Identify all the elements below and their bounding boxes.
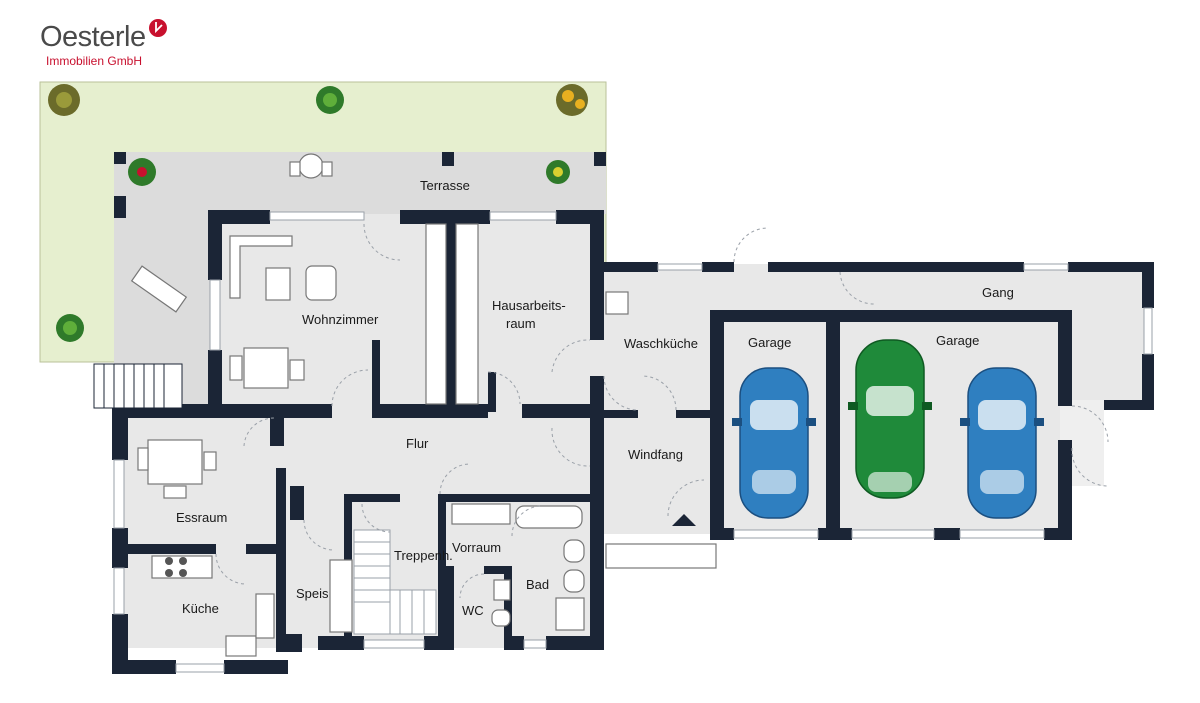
- room-label-garage-left: Garage: [748, 335, 791, 350]
- car-blue-left: [732, 367, 816, 519]
- plants: [48, 84, 588, 342]
- outdoor-stairs: [93, 363, 183, 409]
- room-label-vorraum: Vorraum: [452, 540, 501, 555]
- room-label-hausarbeitsraum-2: raum: [506, 316, 536, 331]
- furniture: [130, 153, 717, 657]
- room-label-bad: Bad: [526, 577, 549, 592]
- room-label-wc: WC: [462, 603, 484, 618]
- walls: [112, 152, 1154, 674]
- brand-logo: Oesterle Immobilien GmbH: [40, 19, 167, 68]
- plant-icon: [48, 84, 80, 116]
- room-label-terrasse: Terrasse: [420, 178, 470, 193]
- room-label-essraum: Essraum: [176, 510, 227, 525]
- plant-icon: [546, 160, 570, 184]
- room-label-gang: Gang: [982, 285, 1014, 300]
- room-label-kueche: Küche: [182, 601, 219, 616]
- room-label-windfang: Windfang: [628, 447, 683, 462]
- room-label-flur: Flur: [406, 436, 429, 451]
- brand-mark-icon: [149, 19, 167, 37]
- brand-subtitle: Immobilien GmbH: [46, 54, 143, 68]
- windows: [113, 211, 1153, 673]
- room-label-wohnzimmer: Wohnzimmer: [302, 312, 379, 327]
- interior-stairs: [353, 529, 437, 635]
- plant-icon: [556, 84, 588, 116]
- car-blue-right: [960, 367, 1044, 519]
- room-label-treppenhaus: Treppenh.: [394, 548, 453, 563]
- room-label-waschkueche: Waschküche: [624, 336, 698, 351]
- brand-name: Oesterle: [40, 21, 146, 53]
- plant-icon: [128, 158, 156, 186]
- stove-burners: [165, 557, 187, 577]
- car-green: [848, 339, 932, 499]
- plant-icon: [316, 86, 344, 114]
- door-swings: [215, 223, 1109, 599]
- room-label-garage-right: Garage: [936, 333, 979, 348]
- plant-icon: [56, 314, 84, 342]
- room-label-hausarbeitsraum-1: Hausarbeits-: [492, 298, 566, 313]
- room-label-speis: Speis: [296, 586, 329, 601]
- entrance-arrow-icon: [672, 514, 696, 526]
